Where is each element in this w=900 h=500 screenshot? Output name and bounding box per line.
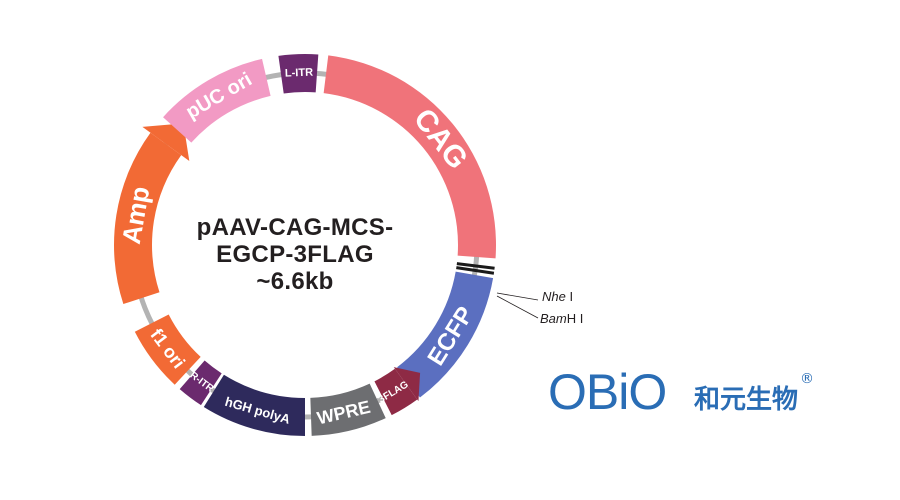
segment-hgh — [203, 374, 305, 436]
registered-mark: ® — [800, 371, 814, 387]
plasmid-name: pAAV-CAG-MCS- EGCP-3FLAG ~6.6kb — [170, 214, 420, 295]
bamh1-italic: Bam — [540, 311, 567, 326]
label-l-itr: L-ITR — [285, 67, 314, 80]
plasmid-name-line2: EGCP-3FLAG — [216, 241, 374, 268]
bamh1-rest: H I — [566, 311, 584, 326]
segment-r-itr — [179, 360, 222, 406]
segment-l-itr — [278, 53, 319, 94]
3flag-arrowhead — [393, 367, 421, 402]
nhe1-site-label: Nhe I — [542, 289, 573, 304]
amp-arrowhead — [142, 123, 190, 161]
nhe1-italic: Nhe — [542, 289, 566, 304]
segment-cag — [323, 55, 496, 259]
bamh1-site-marker — [456, 266, 495, 275]
logo-wordmark: OBiO — [548, 364, 667, 420]
logo-chinese-name: 和元生物 — [694, 385, 799, 415]
obio-logo: OBiO 和元生物 ® — [548, 364, 828, 425]
segment-amp — [114, 132, 182, 305]
plasmid-name-line1: pAAV-CAG-MCS- — [196, 214, 394, 241]
bamh1-leader — [496, 295, 539, 319]
segment-f1 — [134, 314, 201, 385]
plasmid-size: ~6.6kb — [256, 268, 334, 295]
segment-3flag — [374, 368, 418, 416]
nhe1-rest: I — [565, 289, 574, 304]
segment-puc — [163, 58, 271, 143]
segment-wpre — [310, 383, 386, 436]
bamh1-site-label: BamH I — [540, 311, 583, 326]
nhe1-leader — [496, 292, 539, 301]
segment-ecfp — [397, 271, 494, 398]
nhe1-site-marker — [456, 262, 495, 270]
